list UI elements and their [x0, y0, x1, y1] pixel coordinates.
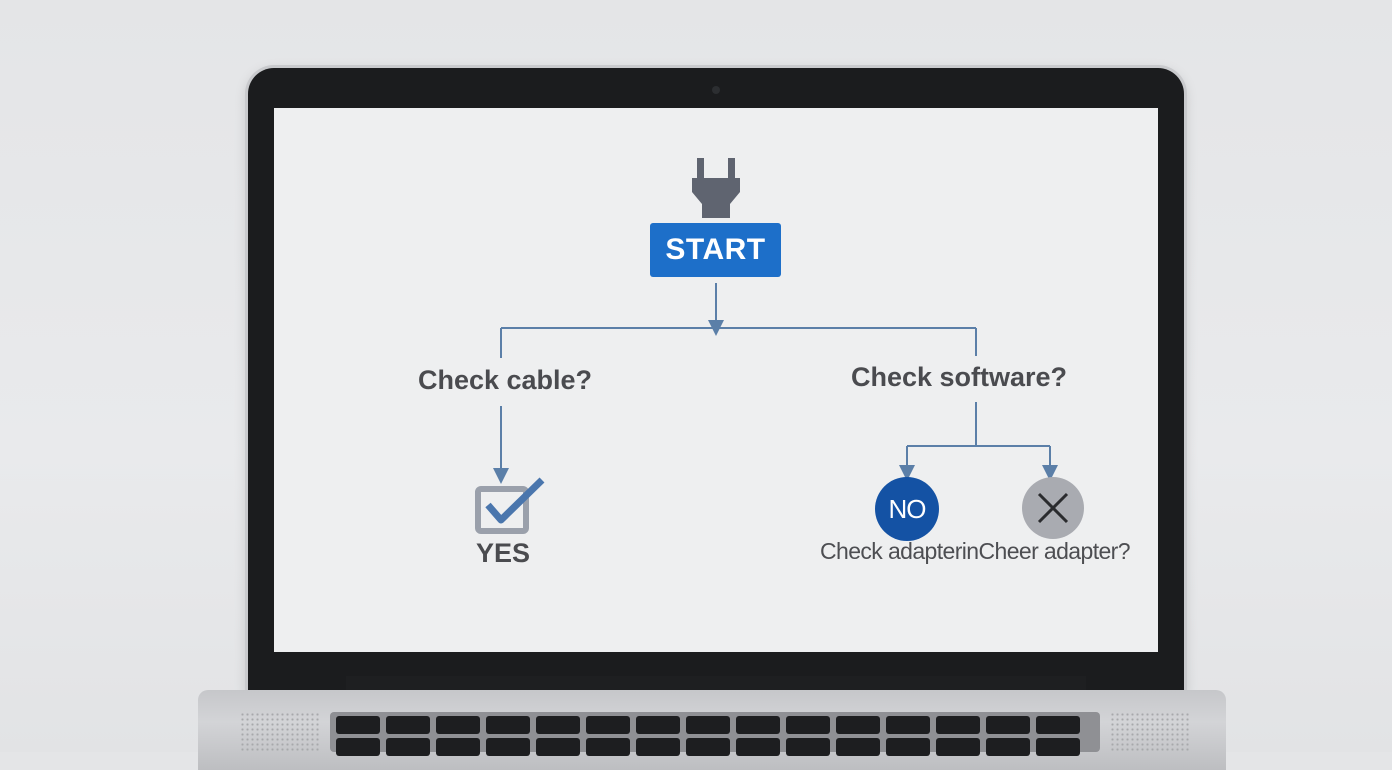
key: [386, 716, 430, 734]
key: [336, 738, 380, 756]
close-x-icon: [1022, 477, 1084, 539]
key: [486, 716, 530, 734]
key: [1036, 716, 1080, 734]
key: [836, 716, 880, 734]
key: [986, 716, 1030, 734]
key: [786, 738, 830, 756]
key-row-top: [336, 716, 1080, 734]
key: [686, 738, 730, 756]
key: [636, 716, 680, 734]
key: [936, 716, 980, 734]
key: [536, 716, 580, 734]
webcam: [712, 86, 720, 94]
flowchart-connectors: [475, 158, 1058, 534]
check-adapter-label: Check adapterinCheer adapter?: [820, 538, 1131, 564]
key: [1036, 738, 1080, 756]
key: [786, 716, 830, 734]
key: [686, 716, 730, 734]
check-cable-question: Check cable?: [417, 365, 593, 395]
key: [536, 738, 580, 756]
key: [636, 738, 680, 756]
check-software-question: Check software?: [850, 362, 1068, 392]
keyboard: [330, 712, 1100, 756]
key: [436, 738, 480, 756]
laptop-screen: START Check cable? Check software? YES N…: [274, 108, 1158, 652]
no-node: NO: [875, 477, 939, 541]
power-plug-icon: [692, 158, 740, 218]
key: [586, 738, 630, 756]
key: [336, 716, 380, 734]
key: [736, 738, 780, 756]
speaker-grille-left: [240, 712, 320, 752]
key: [386, 738, 430, 756]
key: [836, 738, 880, 756]
key: [886, 716, 930, 734]
key-row-second: [336, 738, 1080, 756]
x-glyph: [1037, 492, 1069, 524]
key: [936, 738, 980, 756]
speaker-grille-right: [1110, 712, 1190, 752]
checkbox-checked-icon: [475, 477, 545, 534]
key: [436, 716, 480, 734]
key: [736, 716, 780, 734]
key: [486, 738, 530, 756]
start-node: START: [650, 223, 781, 277]
key: [886, 738, 930, 756]
yes-label: YES: [475, 538, 531, 568]
key: [986, 738, 1030, 756]
key: [586, 716, 630, 734]
